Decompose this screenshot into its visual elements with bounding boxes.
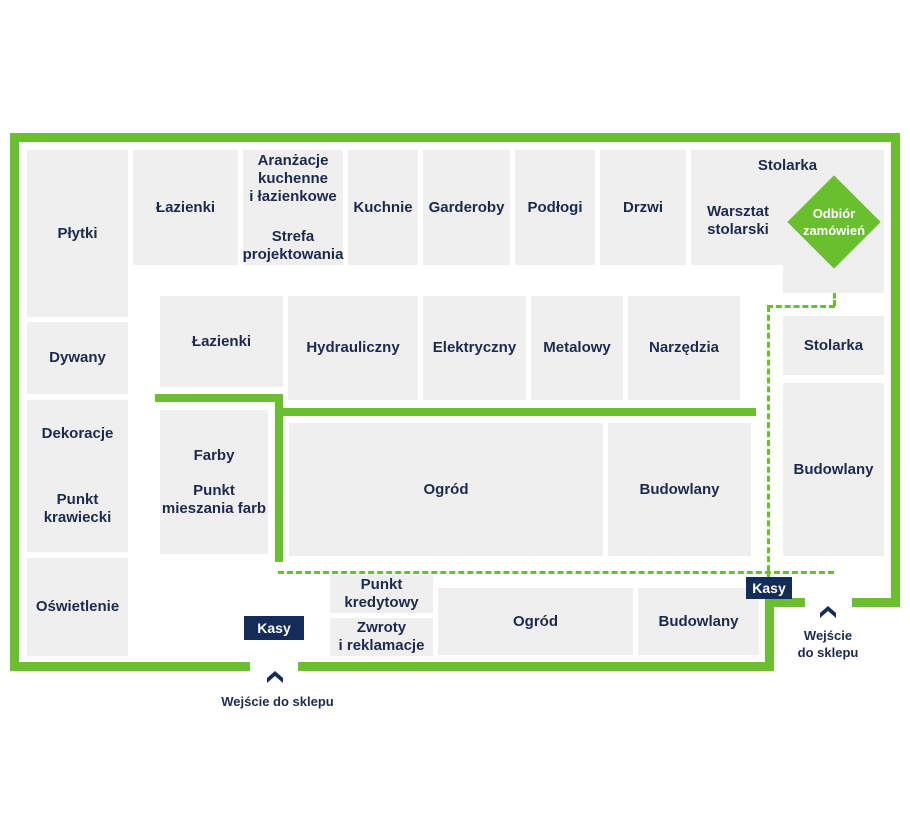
checkout-main-badge[interactable]: Kasy xyxy=(244,616,304,640)
zone-hydrauliczny[interactable]: Hydrauliczny xyxy=(288,296,418,400)
zone-lazienki-top[interactable]: Łazienki xyxy=(133,150,238,265)
zone-garderoby[interactable]: Garderoby xyxy=(423,150,510,265)
zone-budowlany-right[interactable]: Budowlany xyxy=(783,383,884,556)
zone-aranzacje-line-1: Aranżacje xyxy=(257,151,329,169)
zone-dekoracje-label: Dekoracje xyxy=(41,425,114,442)
zone-lazienki-middle[interactable]: Łazienki xyxy=(160,296,283,387)
zone-narzedzia-label: Narzędzia xyxy=(648,339,720,356)
zone-kuchnie-label: Kuchnie xyxy=(353,198,413,216)
zone-kuchnie[interactable]: Kuchnie xyxy=(348,150,418,265)
inner-wall-vertical xyxy=(275,394,283,562)
zone-krawiecki-line-2: krawiecki xyxy=(43,509,112,526)
pickup-line-2: zamówień xyxy=(802,223,866,238)
zone-stolarka-top-extension xyxy=(783,265,884,293)
chevron-up-icon xyxy=(267,671,283,683)
zone-stolarka-right-label: Stolarka xyxy=(803,336,864,354)
dashed-route-right-vertical xyxy=(767,306,770,580)
checkout-side-badge[interactable]: Kasy xyxy=(746,577,792,599)
zone-elektryczny-label: Elektryczny xyxy=(432,339,517,356)
inner-wall-main-horizontal xyxy=(275,408,756,416)
zone-narzedzia[interactable]: Narzędzia xyxy=(628,296,740,400)
zone-drzwi-label: Drzwi xyxy=(622,198,663,216)
zone-oswietlenie[interactable]: Oświetlenie xyxy=(27,558,128,656)
zone-budowlany-center[interactable]: Budowlany xyxy=(608,423,751,556)
zone-farby-mieszania[interactable]: Farby Punkt mieszania farb xyxy=(160,410,268,554)
wall-top xyxy=(10,133,900,142)
zone-budowlany-bottom-label: Budowlany xyxy=(658,612,739,630)
entrance-side-line-2: do sklepu xyxy=(797,645,859,660)
inner-wall-left-horizontal xyxy=(155,394,283,402)
zone-budowlany-bottom[interactable]: Budowlany xyxy=(638,588,759,655)
zone-plytki[interactable]: Płytki xyxy=(27,150,128,317)
zone-oswietlenie-label: Oświetlenie xyxy=(35,598,120,615)
zone-mieszania-line-1: Punkt xyxy=(193,481,235,499)
zone-warsztat-line-1: Warsztat xyxy=(707,203,769,220)
dashed-route-top-connector xyxy=(767,305,835,308)
zone-warsztat-label: Warsztat stolarski xyxy=(691,203,785,239)
zone-metalowy[interactable]: Metalowy xyxy=(531,296,623,400)
zone-ogrod-bottom[interactable]: Ogród xyxy=(438,588,633,655)
wall-side-entry-right xyxy=(852,598,900,607)
zone-lazienki-middle-label: Łazienki xyxy=(191,332,252,350)
zone-mieszania-line-2: mieszania farb xyxy=(161,499,267,517)
zone-farby-label: Farby xyxy=(193,446,235,464)
pickup-label[interactable]: Odbiór zamówień xyxy=(790,205,878,239)
zone-podlogi[interactable]: Podłogi xyxy=(515,150,595,265)
zone-podlogi-label: Podłogi xyxy=(527,198,583,216)
zone-budowlany-center-label: Budowlany xyxy=(639,480,720,498)
zone-dekoracje-krawiecki[interactable]: Dekoracje Punkt krawiecki xyxy=(27,400,128,552)
chevron-up-icon xyxy=(820,606,836,618)
zone-strefa-line-1: Strefa xyxy=(271,227,315,245)
zone-zwroty-line-1: Zwroty xyxy=(356,619,407,636)
zone-punkt-kredytowy[interactable]: Punkt kredytowy xyxy=(330,575,433,613)
entrance-main-label[interactable]: Wejście do sklepu xyxy=(221,694,334,709)
wall-side-entry-vertical xyxy=(765,598,774,671)
zone-strefa-line-2: projektowania xyxy=(242,245,344,263)
wall-bottom-left xyxy=(10,662,250,671)
zone-ogrod-center-label: Ogród xyxy=(423,480,469,498)
zone-budowlany-right-label: Budowlany xyxy=(793,460,874,478)
zone-zwroty-reklamacje[interactable]: Zwroty i reklamacje xyxy=(330,618,433,656)
entrance-side-line-1: Wejście xyxy=(803,628,853,643)
zone-ogrod-bottom-label: Ogród xyxy=(513,612,558,630)
zone-dywany-label: Dywany xyxy=(49,349,106,366)
zone-hydrauliczny-label: Hydrauliczny xyxy=(306,339,400,356)
zone-dywany[interactable]: Dywany xyxy=(27,322,128,394)
zone-aranzacje-line-3: i łazienkowe xyxy=(249,187,337,205)
dashed-route-bottom xyxy=(278,571,834,574)
zone-lazienki-top-label: Łazienki xyxy=(155,198,216,216)
zone-drzwi[interactable]: Drzwi xyxy=(600,150,686,265)
zone-aranzacje-line-2: kuchenne xyxy=(257,169,329,187)
pickup-line-1: Odbiór xyxy=(812,206,856,221)
wall-left xyxy=(10,133,19,671)
wall-side-entry-left xyxy=(765,598,805,607)
zone-zwroty-line-2: i reklamacje xyxy=(338,637,425,654)
zone-stolarka-top-label: Stolarka xyxy=(757,157,818,174)
zone-metalowy-label: Metalowy xyxy=(543,339,611,356)
zone-kredytowy-line-1: Punkt xyxy=(360,576,403,593)
zone-kredytowy-line-2: kredytowy xyxy=(344,594,419,611)
entrance-side-label[interactable]: Wejście do sklepu xyxy=(782,627,874,661)
wall-bottom-right xyxy=(298,662,774,671)
wall-right xyxy=(891,133,900,606)
zone-elektryczny[interactable]: Elektryczny xyxy=(423,296,526,400)
zone-aranzacje-strefa[interactable]: Aranżacje kuchenne i łazienkowe Strefa p… xyxy=(243,150,343,265)
zone-garderoby-label: Garderoby xyxy=(428,198,505,216)
zone-plytki-label: Płytki xyxy=(57,224,98,242)
zone-ogrod-center[interactable]: Ogród xyxy=(289,423,603,556)
zone-warsztat-line-2: stolarski xyxy=(707,221,769,238)
zone-stolarka-right[interactable]: Stolarka xyxy=(783,316,884,375)
zone-krawiecki-line-1: Punkt xyxy=(56,491,99,508)
